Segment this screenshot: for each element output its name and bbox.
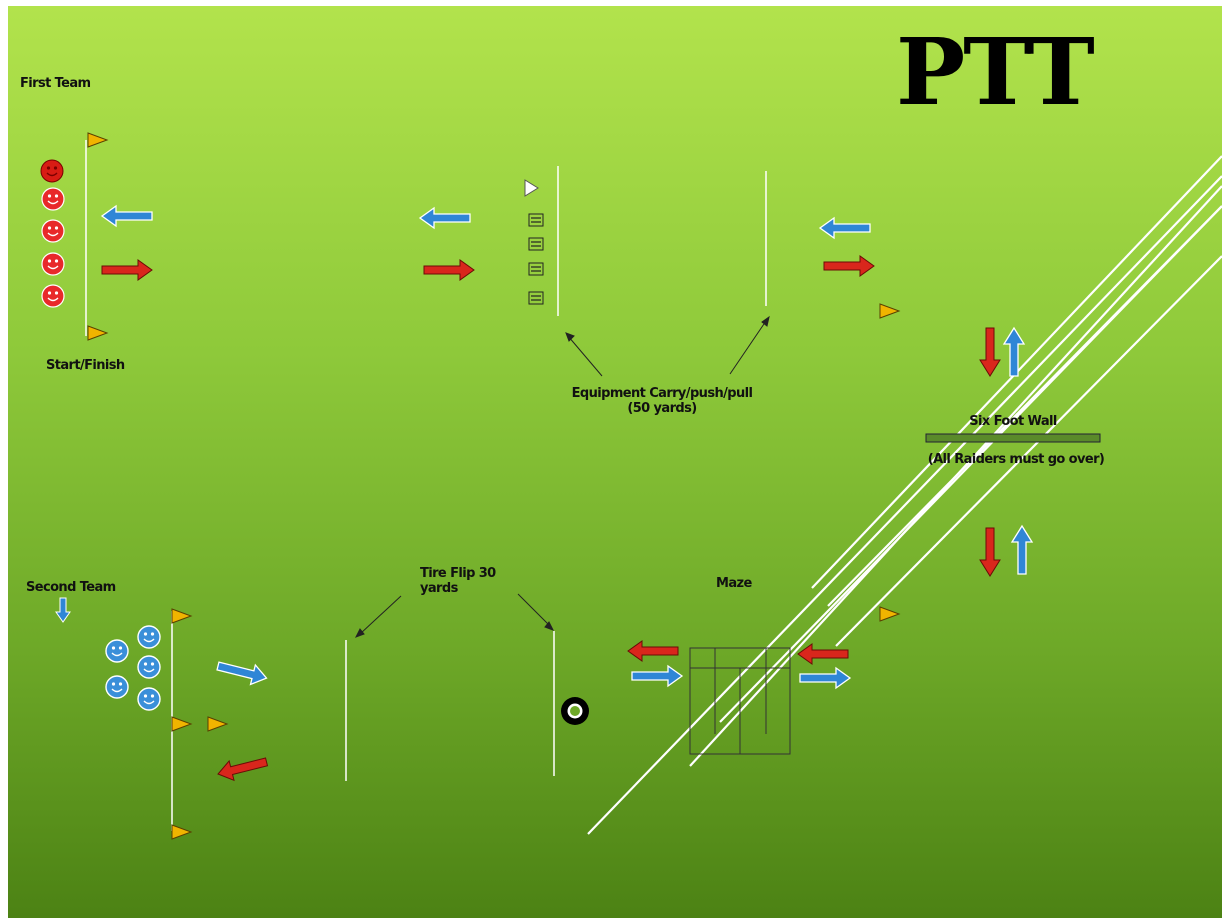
left-arrow-icon: [419, 207, 471, 229]
left-arrow-icon: [797, 643, 849, 665]
equipment-carry-line-2: (50 yards): [627, 401, 697, 416]
right-arrow-icon: [423, 259, 475, 281]
right-arrow-icon: [799, 667, 851, 689]
cone-flag-icon: [171, 716, 192, 732]
right-arrow-icon: [631, 665, 683, 687]
tire-flip-line-1: Tire Flip 30: [420, 566, 496, 581]
up-arrow-icon: [1002, 326, 1026, 377]
smiley-face-icon: [137, 655, 161, 679]
equipment-bar-icon: [528, 213, 544, 227]
equipment-bar-icon: [528, 291, 544, 305]
down-arrow-icon: [979, 327, 1001, 377]
right-arrow-icon: [101, 259, 153, 281]
right-arrow-icon: [823, 255, 875, 277]
red-player-icon: [40, 159, 64, 183]
tire-icon: [561, 697, 589, 725]
left-arrow-icon: [101, 205, 153, 227]
start-finish-label: Start/Finish: [46, 358, 125, 373]
tire-flip-line-2: yards: [420, 581, 458, 596]
maze-label: Maze: [716, 576, 752, 591]
wall-note-label: (All Raiders must go over): [927, 452, 1105, 467]
smiley-face-icon: [41, 252, 65, 276]
smiley-face-icon: [41, 219, 65, 243]
cone-flag-icon: [171, 824, 192, 840]
equipment-carry-label: Equipment Carry/push/pull (50 yards): [542, 386, 782, 416]
cone-flag-icon: [879, 303, 900, 319]
second-team-label: Second Team: [26, 580, 116, 595]
equipment-carry-line-1: Equipment Carry/push/pull: [571, 386, 753, 401]
smiley-face-icon: [105, 639, 129, 663]
smiley-face-icon: [105, 675, 129, 699]
diagonal-right-arrow-icon: [216, 661, 268, 686]
up-arrow-icon: [1010, 524, 1034, 575]
white-cone-icon: [524, 179, 539, 197]
wall-bar: [925, 433, 1101, 443]
course-diagram: [40, 132, 1222, 840]
left-arrow-icon: [819, 217, 871, 239]
cone-flag-icon: [207, 716, 228, 732]
pointer-arrows: [565, 315, 770, 377]
slide: PTT First Team Start/Finish Equipment Ca…: [8, 6, 1222, 918]
smiley-face-icon: [41, 284, 65, 308]
cone-flag-icon: [87, 325, 108, 341]
left-arrow-icon: [627, 640, 679, 662]
small-down-arrow-icon: [55, 597, 71, 623]
cone-flag-icon: [879, 606, 900, 622]
tire-flip-label: Tire Flip 30 yards: [420, 566, 496, 596]
first-team-label: First Team: [20, 76, 91, 91]
diagonal-lines: [587, 155, 1222, 835]
maze-structure: [689, 647, 791, 755]
cone-flag-icon: [87, 132, 108, 148]
smiley-face-icon: [137, 687, 161, 711]
smiley-face-icon: [41, 187, 65, 211]
equipment-bar-icon: [528, 262, 544, 276]
pointer-arrows: [354, 593, 555, 638]
cone-flag-icon: [171, 608, 192, 624]
diagonal-left-arrow-icon: [217, 757, 269, 782]
down-arrow-icon: [979, 527, 1001, 577]
smiley-face-icon: [137, 625, 161, 649]
equipment-bar-icon: [528, 237, 544, 251]
six-foot-wall-label: Six Foot Wall: [969, 414, 1057, 429]
slide-title: PTT: [896, 18, 1095, 126]
